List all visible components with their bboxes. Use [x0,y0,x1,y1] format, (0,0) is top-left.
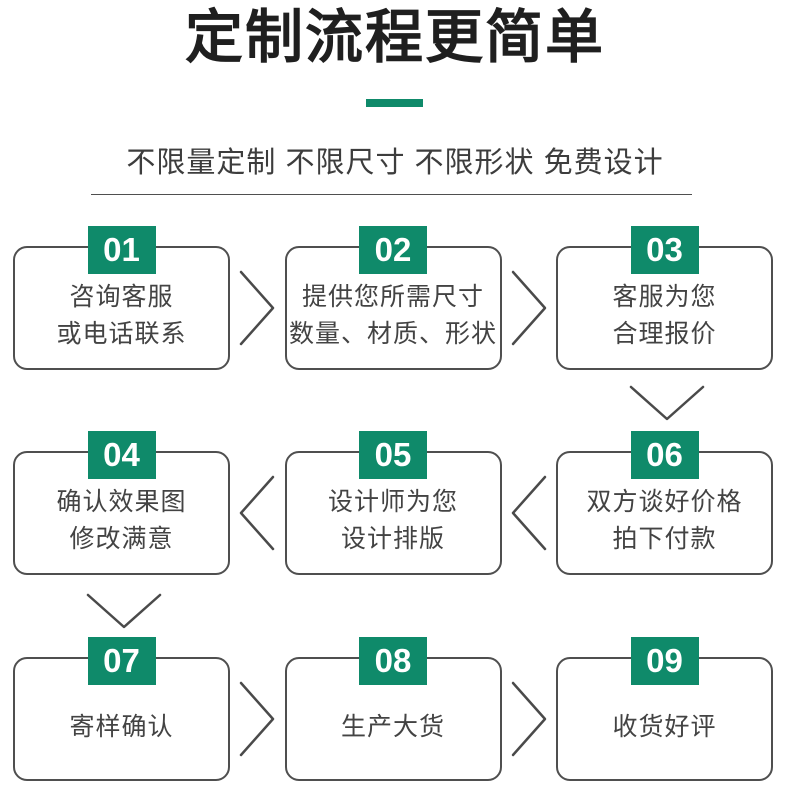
step-07: 07 寄样确认 [13,637,230,781]
step-text-line1: 收货好评 [612,712,717,741]
step-text-line1: 寄样确认 [69,712,174,741]
step-number-badge: 02 [359,226,427,274]
divider-line [91,194,692,195]
step-text-line2: 或电话联系 [56,320,187,348]
chevron-down-icon [85,592,163,630]
step-text-line1: 双方谈好价格 [586,488,743,516]
flow-row-2: 04 确认效果图 修改满意 05 设计师为您 设计排版 06 双方谈好价格 拍下… [13,431,773,575]
step-text-line2: 合理报价 [612,320,717,348]
step-text-line1: 确认效果图 [56,488,187,516]
page-title: 定制流程更简单 [184,5,605,70]
subtitle: 不限量定制 不限尺寸 不限形状 免费设计 [126,147,664,179]
step-04: 04 确认效果图 修改满意 [13,431,230,575]
chevron-right-icon [238,680,276,758]
step-06: 06 双方谈好价格 拍下付款 [556,431,773,575]
step-text-line1: 提供您所需尺寸 [301,283,484,311]
step-number-badge: 04 [87,431,156,479]
step-number-badge: 08 [359,637,427,685]
step-02: 02 提供您所需尺寸 数量、材质、形状 [284,226,502,370]
step-text-line2: 设计排版 [340,525,445,553]
step-text-line1: 生产大货 [340,712,445,741]
step-number-badge: 05 [359,431,427,479]
chevron-right-icon [510,680,548,758]
step-text-line2: 修改满意 [69,525,174,553]
chevron-left-icon [510,474,548,552]
step-text-line1: 设计师为您 [327,488,458,516]
chevron-right-icon [238,269,276,347]
chevron-down-icon [628,384,706,422]
step-number-badge: 01 [87,226,156,274]
step-01: 01 咨询客服 或电话联系 [13,226,230,370]
title-accent-bar [366,99,423,107]
step-text-line2: 拍下付款 [612,525,717,553]
step-text-line1: 客服为您 [612,283,717,311]
flow-row-1: 01 咨询客服 或电话联系 02 提供您所需尺寸 数量、材质、形状 03 客服为… [13,226,773,370]
flow-row-3: 07 寄样确认 08 生产大货 09 收货好评 [13,637,773,781]
step-03: 03 客服为您 合理报价 [556,226,773,370]
step-number-badge: 09 [630,637,699,685]
step-number-badge: 03 [630,226,699,274]
step-text-line1: 咨询客服 [69,283,174,311]
step-box: 设计师为您 设计排版 [284,451,502,575]
step-05: 05 设计师为您 设计排版 [284,431,502,575]
step-09: 09 收货好评 [556,637,773,781]
step-number-badge: 06 [630,431,699,479]
step-text-line2: 数量、材质、形状 [288,320,497,348]
step-box: 双方谈好价格 拍下付款 [556,451,773,575]
step-number-badge: 07 [87,637,156,685]
step-08: 08 生产大货 [284,637,502,781]
chevron-left-icon [238,474,276,552]
chevron-right-icon [510,269,548,347]
